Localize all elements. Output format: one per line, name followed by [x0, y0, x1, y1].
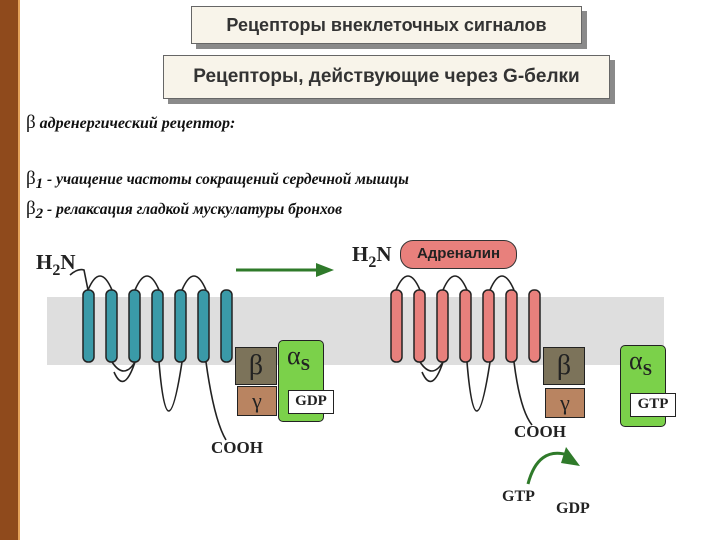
c-terminus-tail: [513, 361, 533, 426]
gtp-bound: GTP: [630, 393, 676, 417]
intracellular-loop: [158, 361, 183, 412]
extracellular-loop: [395, 275, 421, 291]
beta2-subscript: 2: [35, 206, 44, 222]
extracellular-loop: [442, 275, 468, 291]
transmembrane-helix: [413, 289, 426, 363]
inactive-receptor: [69, 268, 227, 441]
extracellular-loop: [134, 275, 160, 291]
gdp-output-label: GDP: [556, 500, 590, 517]
c-terminus-label: COOH: [211, 438, 263, 457]
n-terminus-label: H2N: [36, 250, 76, 279]
c-terminus-label: COOH: [514, 422, 566, 441]
beta-symbol: β: [26, 168, 36, 189]
extracellular-loop: [181, 275, 207, 291]
beta1-subscript: 1: [35, 176, 44, 192]
n-terminus-tail: [69, 268, 89, 291]
transmembrane-helix: [105, 289, 118, 363]
inactive-helices: [82, 289, 233, 363]
transmembrane-helix: [436, 289, 449, 363]
left-accent-bar: [0, 0, 18, 540]
transmembrane-helix: [220, 289, 233, 363]
transmembrane-helix: [82, 289, 95, 363]
beta1-line: β1 - учащение частоты сокращений сердечн…: [26, 168, 409, 192]
g-gamma-subunit: γ: [237, 386, 277, 416]
transmembrane-helix: [528, 289, 541, 363]
extracellular-loop: [87, 275, 113, 291]
receptor-heading-text: адренергический рецептор:: [39, 115, 236, 132]
intracellular-loop: [466, 361, 491, 412]
g-gamma-subunit: γ: [545, 388, 585, 418]
transmembrane-helix: [197, 289, 210, 363]
receptor-heading: β адренергический рецептор:: [26, 112, 235, 134]
g-alpha-subunit: αS: [278, 340, 324, 422]
g-beta-subunit: β: [543, 347, 585, 385]
intracellular-loop: [421, 361, 444, 383]
n-terminus-label: H2N: [352, 242, 392, 271]
transmembrane-helix: [482, 289, 495, 363]
intracellular-loop: [113, 361, 136, 383]
gdp-bound: GDP: [288, 390, 334, 414]
beta2-line: β2 - релаксация гладкой мускулатуры брон…: [26, 198, 343, 222]
g-beta-subunit: β: [235, 347, 277, 385]
gtp-input-label: GTP: [502, 488, 535, 505]
c-terminus-tail: [205, 361, 227, 441]
slide-subtitle: Рецепторы, действующие через G-белки: [163, 55, 610, 99]
adrenaline-ligand: Адреналин: [400, 240, 517, 269]
activation-arrow: [236, 263, 334, 277]
intracellular-loop: [419, 361, 444, 372]
slide-title: Рецепторы внеклеточных сигналов: [191, 6, 582, 44]
beta1-text: - учащение частоты сокращений сердечной …: [47, 171, 409, 188]
intracellular-loop: [111, 361, 136, 372]
gtp-exchange-arrow: [526, 447, 580, 485]
transmembrane-helix: [459, 289, 472, 363]
extracellular-loop: [489, 275, 515, 291]
transmembrane-helix: [174, 289, 187, 363]
beta-symbol: β: [26, 112, 36, 133]
transmembrane-helix: [128, 289, 141, 363]
beta2-text: - релаксация гладкой мускулатуры бронхов: [47, 201, 343, 218]
transmembrane-helix: [505, 289, 518, 363]
transmembrane-helix: [151, 289, 164, 363]
active-helices: [390, 289, 541, 363]
beta-symbol: β: [26, 198, 36, 219]
left-accent-stripe: [18, 0, 20, 540]
transmembrane-helix: [390, 289, 403, 363]
active-receptor: [395, 275, 533, 426]
